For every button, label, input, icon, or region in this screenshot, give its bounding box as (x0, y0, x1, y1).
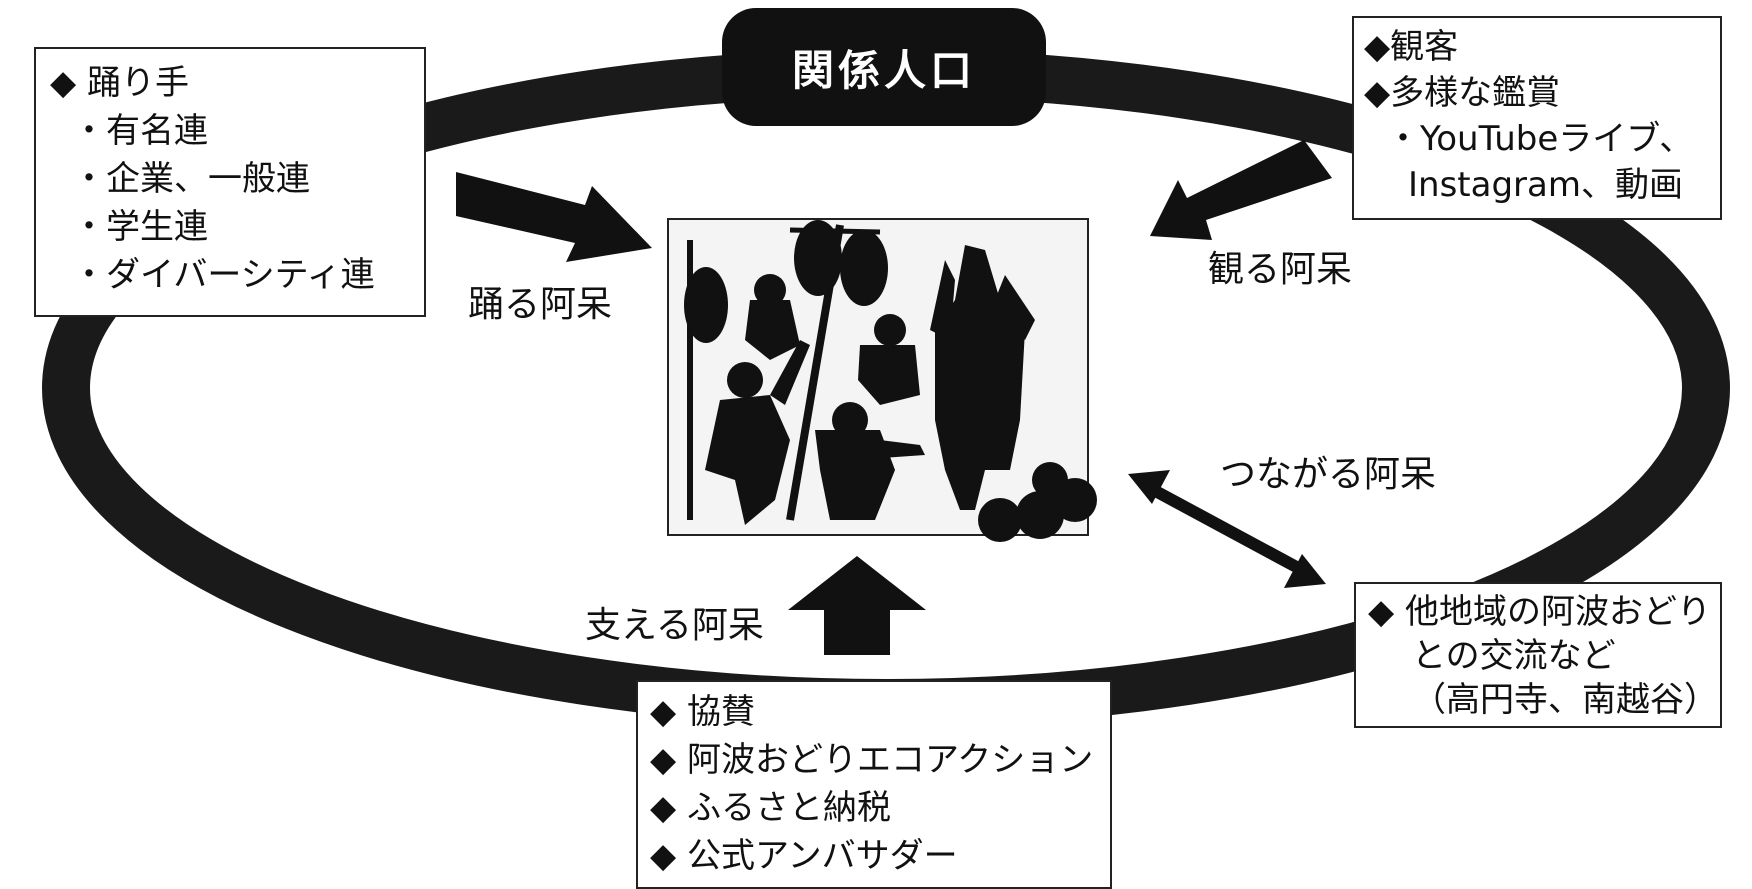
dancers-box: ◆ 踊り手 ・有名連 ・企業、一般連 ・学生連 ・ダイバーシティ連 (34, 47, 426, 317)
watch-arrow (1150, 140, 1332, 240)
dancers-item-corporate: ・企業、一般連 (72, 159, 310, 199)
audience-item-instagram: Instagram、動画 (1408, 165, 1683, 205)
connect-double-arrow (1128, 470, 1326, 588)
watch-label: 観る阿呆 (1208, 249, 1353, 290)
support-item-hometown-tax: ◆ ふるさと納税 (650, 788, 891, 828)
dancers-heading: ◆ 踊り手 (50, 63, 189, 103)
awa-odori-dancers-illustration (667, 218, 1097, 542)
audience-heading: ◆観客 (1364, 27, 1459, 67)
exchange-line-2: との交流など (1412, 636, 1616, 676)
dancers-item-famous: ・有名連 (72, 111, 208, 151)
connect-label: つながる阿呆 (1220, 454, 1437, 495)
audience-viewing-heading: ◆多様な鑑賞 (1364, 73, 1561, 113)
audience-item-youtube: ・YouTubeライブ、 (1386, 119, 1694, 159)
dance-label: 踊る阿呆 (468, 284, 613, 325)
support-arrow (788, 556, 926, 655)
support-box: ◆ 協賛 ◆ 阿波おどりエコアクション ◆ ふるさと納税 ◆ 公式アンバサダー (636, 680, 1112, 889)
title-pill: 関係人口 (722, 8, 1046, 126)
dancers-item-diversity: ・ダイバーシティ連 (72, 255, 375, 295)
support-item-sponsorship: ◆ 協賛 (650, 692, 755, 732)
exchange-line-3: （高円寺、南越谷） (1412, 680, 1718, 720)
exchange-heading: ◆ 他地域の阿波おどり (1368, 592, 1711, 632)
dance-arrow (456, 172, 652, 262)
support-item-ambassador: ◆ 公式アンバサダー (650, 836, 958, 876)
exchange-box: ◆ 他地域の阿波おどり との交流など （高円寺、南越谷） (1354, 582, 1722, 728)
audience-box: ◆観客 ◆多様な鑑賞 ・YouTubeライブ、 Instagram、動画 (1352, 16, 1722, 220)
support-item-eco-action: ◆ 阿波おどりエコアクション (650, 740, 1094, 780)
title-text: 関係人口 (791, 45, 976, 95)
dancers-item-student: ・学生連 (72, 207, 208, 247)
support-label: 支える阿呆 (585, 605, 764, 646)
